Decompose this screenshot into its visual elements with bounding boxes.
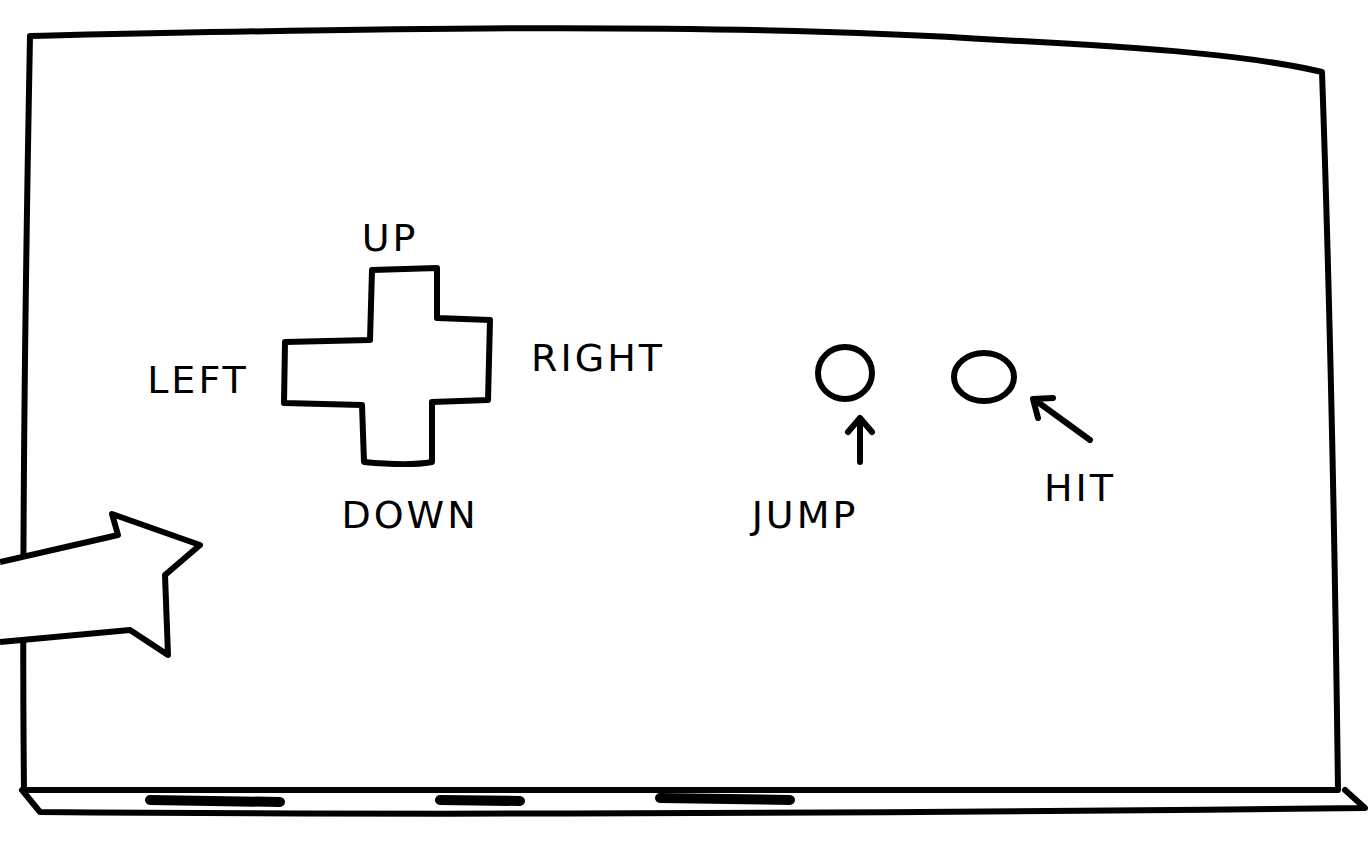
dpad-cross (284, 268, 490, 464)
control-label: JUMP (752, 496, 859, 534)
base-mark (440, 800, 520, 801)
pointer-arrow (0, 514, 200, 655)
hit-arrow (1033, 398, 1090, 440)
hit-button (954, 353, 1014, 401)
jump-button (818, 347, 872, 399)
base-mark (660, 798, 790, 800)
base-mark (150, 800, 280, 802)
control-label: RIGHT (531, 339, 665, 377)
control-label: LEFT (147, 361, 249, 399)
control-label: UP (362, 219, 419, 257)
controller-outline (23, 28, 1338, 791)
controller-base (22, 790, 1365, 814)
control-label: HIT (1044, 469, 1116, 507)
control-label: DOWN (341, 496, 478, 534)
jump-arrow (848, 418, 872, 462)
